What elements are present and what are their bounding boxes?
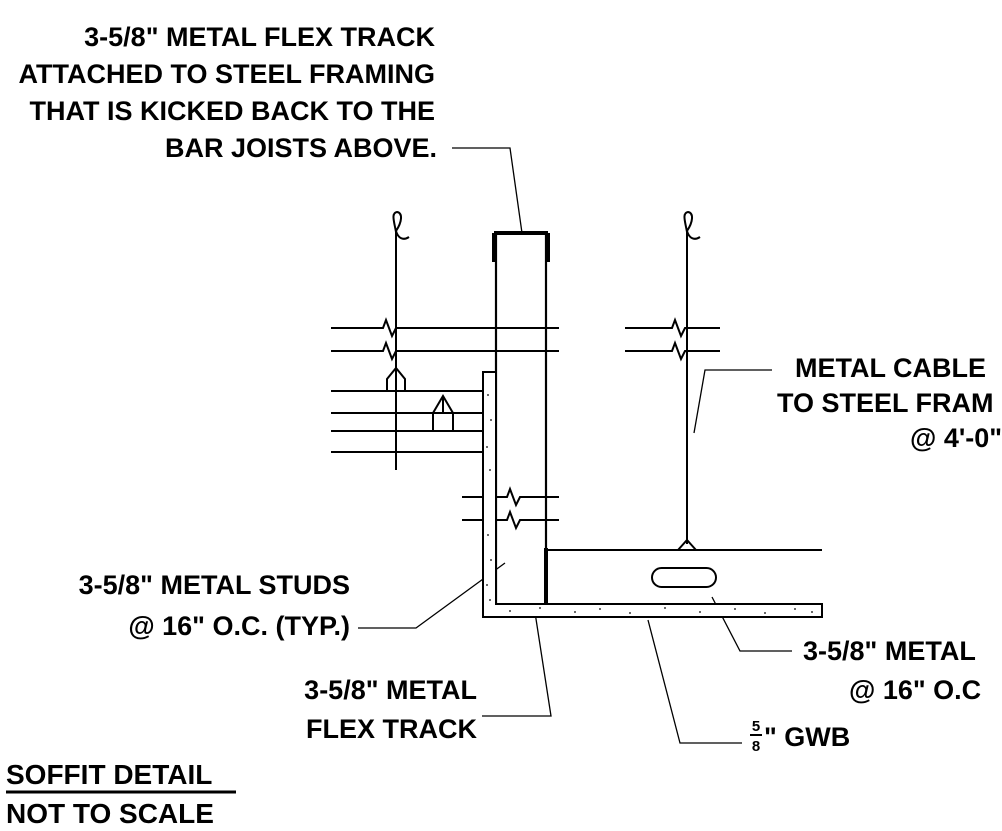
hanger-wire-right — [683, 210, 701, 544]
gwb-speckle — [486, 394, 813, 614]
gwb-fraction-denominator: 8 — [752, 738, 760, 755]
label-flex-track-top: 3-5/8" METAL FLEX TRACK ATTACHED TO STEE… — [19, 22, 438, 163]
label-line: ATTACHED TO STEEL FRAMING — [19, 59, 436, 89]
label-line: @ 4'-0" — [910, 423, 1002, 453]
break-lines — [331, 317, 720, 531]
leader-gwb — [647, 619, 742, 744]
title-line-2: NOT TO SCALE — [6, 798, 214, 829]
drawing-title: SOFFIT DETAIL NOT TO SCALE — [6, 759, 236, 829]
leader-cable — [693, 369, 772, 434]
label-line: FLEX TRACK — [306, 714, 477, 744]
label-line: @ 16" O.C. (TYP.) — [128, 611, 350, 641]
leader-flex-track-top — [452, 147, 523, 234]
gwb-label-text: " GWB — [764, 722, 850, 752]
leader-studs-vertical — [358, 562, 506, 629]
label-flex-track-bottom: 3-5/8" METAL FLEX TRACK — [304, 675, 477, 744]
vertical-metal-stud — [492, 231, 550, 604]
label-studs-vertical: 3-5/8" METAL STUDS @ 16" O.C. (TYP.) — [79, 570, 350, 641]
label-line: @ 16" O.C — [849, 675, 981, 705]
gwb-outline — [482, 371, 823, 618]
title-line-1: SOFFIT DETAIL — [6, 759, 212, 790]
existing-ceiling-grid — [331, 366, 483, 453]
label-line: 3-5/8" METAL — [803, 636, 976, 666]
label-gwb: 5 8 " GWB — [750, 718, 850, 755]
label-line: TO STEEL FRAM — [777, 388, 994, 418]
leader-flex-track-bottom — [482, 605, 552, 717]
label-line: THAT IS KICKED BACK TO THE — [29, 96, 435, 126]
label-studs-horizontal: 3-5/8" METAL @ 16" O.C — [803, 636, 981, 705]
gwb-fraction-numerator: 5 — [752, 718, 760, 735]
gypsum-wall-board — [482, 371, 823, 618]
label-cable: METAL CABLE TO STEEL FRAM @ 4'-0" — [777, 353, 1002, 453]
label-line: 3-5/8" METAL FLEX TRACK — [84, 22, 435, 52]
horizontal-metal-stud — [546, 538, 822, 588]
leader-lines — [358, 147, 792, 744]
label-line: BAR JOISTS ABOVE. — [165, 133, 437, 163]
label-line: 3-5/8" METAL STUDS — [79, 570, 350, 600]
label-line: 3-5/8" METAL — [304, 675, 477, 705]
label-line: METAL CABLE — [795, 353, 986, 383]
